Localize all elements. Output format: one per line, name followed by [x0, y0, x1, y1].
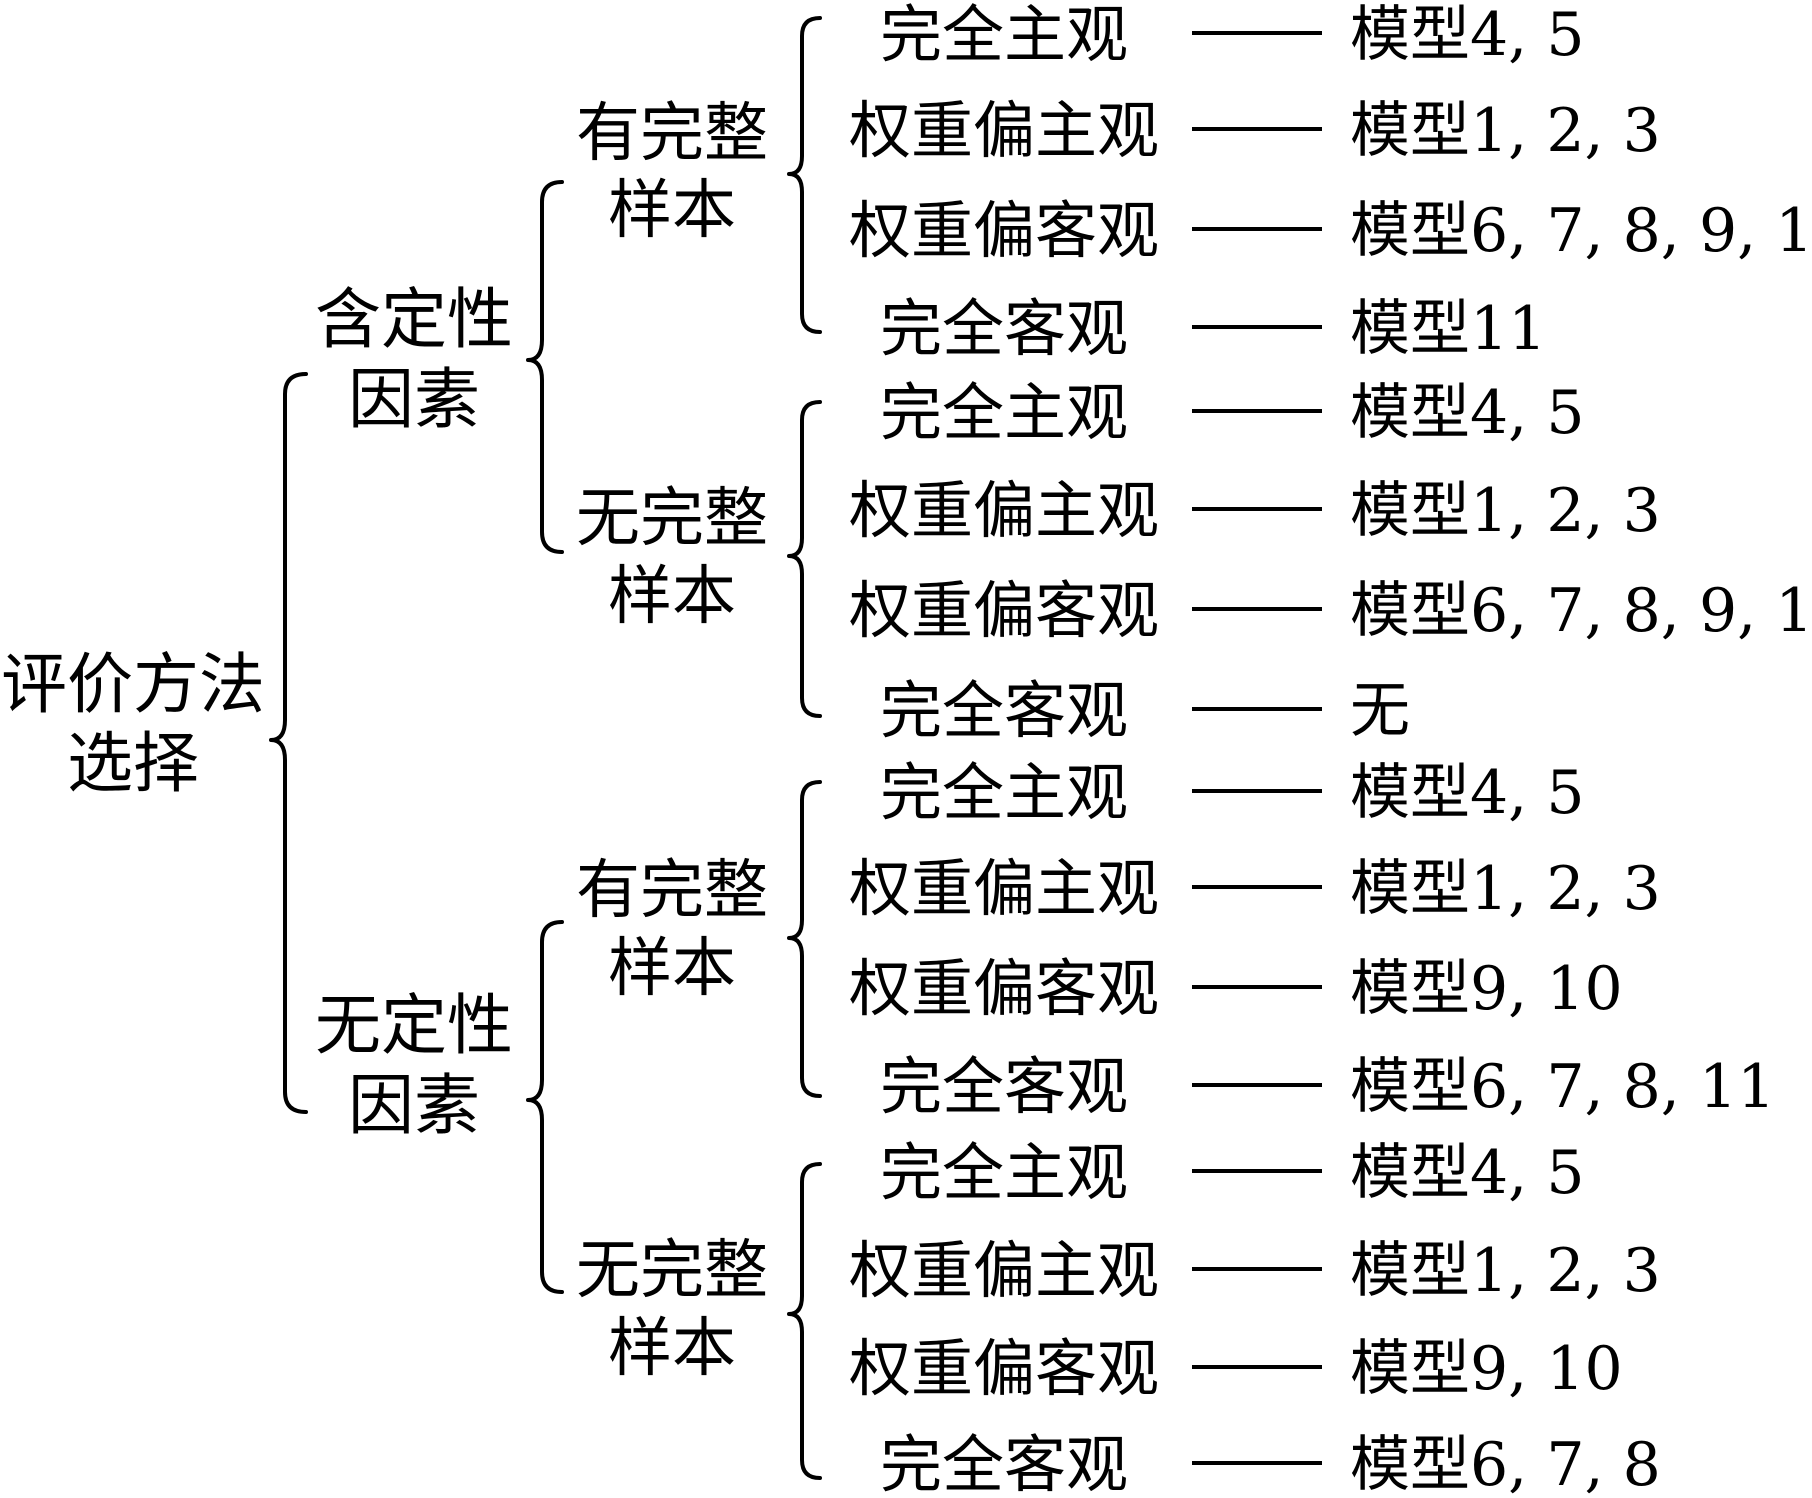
result-label: 模型11	[1350, 294, 1546, 364]
subgroup-label-line2: 样本	[608, 560, 736, 634]
method-label: 完全主观	[880, 0, 1128, 71]
result-label: 模型4, 5	[1350, 758, 1585, 828]
method-label: 权重偏客观	[849, 952, 1159, 1025]
method-label: 完全客观	[880, 674, 1128, 747]
method-row: 完全主观 模型4, 5	[880, 376, 1585, 449]
group-label-line2: 因素	[348, 361, 480, 438]
root-label-line2: 选择	[67, 725, 199, 802]
method-label: 完全客观	[880, 1050, 1128, 1123]
result-label: 模型1, 2, 3	[1350, 854, 1661, 924]
method-row: 权重偏客观 模型6, 7, 8, 9, 10	[849, 194, 1812, 267]
method-label: 完全客观	[880, 292, 1128, 365]
method-label: 权重偏主观	[849, 94, 1159, 167]
method-label: 完全主观	[880, 1136, 1128, 1209]
method-row: 权重偏主观 模型1, 2, 3	[849, 474, 1661, 547]
subgroup-brace	[787, 400, 822, 718]
method-row: 完全客观 模型6, 7, 8	[880, 1428, 1661, 1498]
group-label-line1: 无定性	[315, 987, 513, 1064]
method-label: 权重偏主观	[849, 474, 1159, 547]
subgroup-no-complete-sample: 无完整 样本	[576, 482, 768, 634]
subgroup-label-line2: 样本	[608, 174, 736, 248]
method-label: 权重偏客观	[849, 574, 1159, 647]
subgroup-brace	[787, 780, 822, 1098]
result-label: 模型6, 7, 8, 9, 10	[1350, 196, 1812, 266]
subgroup-complete-sample: 有完整 样本	[576, 97, 768, 248]
method-row: 完全主观 模型4, 5	[880, 756, 1585, 829]
method-label: 权重偏主观	[849, 852, 1159, 925]
subgroup-label-line2: 样本	[608, 1312, 736, 1386]
method-row: 完全客观 模型11	[880, 292, 1546, 365]
group-qualitative-brace	[526, 180, 564, 554]
result-label: 模型6, 7, 8, 9, 10	[1350, 576, 1812, 646]
result-label: 模型1, 2, 3	[1350, 1236, 1661, 1306]
group-qualitative: 含定性 因素	[315, 281, 513, 438]
group-label-line2: 因素	[348, 1067, 480, 1144]
method-row: 完全客观 无	[880, 674, 1410, 747]
method-row: 完全客观 模型6, 7, 8, 11	[880, 1050, 1775, 1123]
result-label: 模型1, 2, 3	[1350, 476, 1661, 546]
method-row: 权重偏客观 模型6, 7, 8, 9, 10	[849, 574, 1812, 647]
result-label: 模型4, 5	[1350, 0, 1585, 70]
result-label: 模型9, 10	[1350, 954, 1623, 1024]
method-label: 完全主观	[880, 756, 1128, 829]
group-no-qualitative: 无定性 因素	[315, 987, 513, 1144]
subgroup-label-line1: 有完整	[576, 97, 768, 171]
method-label: 权重偏客观	[849, 194, 1159, 267]
subgroup-label-line1: 有完整	[576, 854, 768, 928]
method-label: 权重偏主观	[849, 1234, 1159, 1307]
result-label: 无	[1350, 676, 1410, 746]
subgroup-label-line1: 无完整	[576, 1234, 768, 1308]
subgroup-label-line2: 样本	[608, 932, 736, 1006]
method-row: 完全主观 模型4, 5	[880, 0, 1585, 71]
subgroup-brace	[787, 1162, 822, 1480]
result-label: 模型9, 10	[1350, 1334, 1623, 1404]
method-label: 完全主观	[880, 376, 1128, 449]
subgroup-label-line1: 无完整	[576, 482, 768, 556]
result-label: 模型6, 7, 8, 11	[1350, 1052, 1775, 1122]
method-row: 权重偏主观 模型1, 2, 3	[849, 1234, 1661, 1307]
method-label: 权重偏客观	[849, 1332, 1159, 1405]
subgroup-brace	[787, 16, 822, 334]
method-row: 权重偏主观 模型1, 2, 3	[849, 852, 1661, 925]
result-label: 模型4, 5	[1350, 1138, 1585, 1208]
result-label: 模型4, 5	[1350, 378, 1585, 448]
subgroup-no-complete-sample: 无完整 样本	[576, 1234, 768, 1386]
group-no-qualitative-brace	[526, 920, 564, 1294]
method-row: 完全主观 模型4, 5	[880, 1136, 1585, 1209]
method-row: 权重偏客观 模型9, 10	[849, 1332, 1623, 1405]
root-node: 评价方法 选择	[1, 646, 265, 802]
method-label: 完全客观	[880, 1428, 1128, 1498]
method-row: 权重偏主观 模型1, 2, 3	[849, 94, 1661, 167]
root-label-line1: 评价方法	[1, 646, 265, 723]
root-brace	[269, 372, 308, 1114]
method-row: 权重偏客观 模型9, 10	[849, 952, 1623, 1025]
subgroup-complete-sample: 有完整 样本	[576, 854, 768, 1006]
group-label-line1: 含定性	[315, 281, 513, 358]
result-label: 模型1, 2, 3	[1350, 96, 1661, 166]
result-label: 模型6, 7, 8	[1350, 1430, 1661, 1498]
